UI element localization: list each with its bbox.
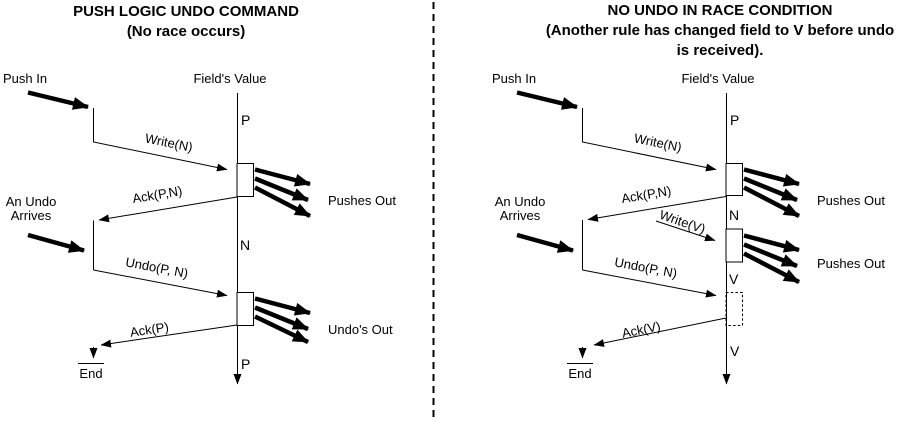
right-race-write-label: Write(V) xyxy=(658,207,708,237)
right-title-line2: (Another rule has changed field to V bef… xyxy=(545,22,895,39)
left-undo-arrives-line1: An Undo xyxy=(6,194,57,209)
right-pushes-out-label-1: Pushes Out xyxy=(817,193,885,208)
right-panel: Field's Value Push In Write(N) P Pushes … xyxy=(492,71,885,385)
right-lifeline-label: Field's Value xyxy=(681,71,754,86)
left-pushes-out-arrow-1 xyxy=(254,167,311,187)
right-undo-arrives-line2: Arrives xyxy=(500,208,541,223)
right-race-event-box xyxy=(725,228,743,263)
left-title-line2: (No race occurs) xyxy=(126,23,246,40)
left-panel: Field's Value Push In Write(N) P Pushes … xyxy=(3,71,396,385)
left-write-message-arrow xyxy=(93,108,228,172)
left-pushes-out-arrow-2 xyxy=(254,176,309,203)
right-value-bottom: V xyxy=(730,343,740,359)
left-value-top: P xyxy=(241,112,250,128)
right-pushes-out2-arrow-2 xyxy=(743,242,798,269)
right-ack-undo-label: Ack(V) xyxy=(621,318,662,340)
right-value-top: P xyxy=(730,112,739,128)
right-undo-message-label: Undo(P, N) xyxy=(613,254,678,281)
right-value-after-race: V xyxy=(729,271,739,287)
right-ack-push-arrow xyxy=(587,196,727,222)
left-end-label: End xyxy=(79,366,102,381)
right-value-after-push: N xyxy=(729,207,739,223)
right-write-message-arrow xyxy=(582,108,717,172)
left-ack-undo-label: Ack(P) xyxy=(129,319,170,340)
left-push-in-label: Push In xyxy=(3,71,47,86)
left-panel-title: PUSH LOGIC UNDO COMMAND (No race occurs) xyxy=(36,2,336,42)
right-undo-arrives-line1: An Undo xyxy=(495,194,546,209)
left-ack-push-arrow xyxy=(98,196,238,223)
right-ack-undo-arrow xyxy=(593,317,727,347)
right-pushes-out1-arrow-2 xyxy=(743,176,798,203)
left-undos-out-arrow-1 xyxy=(254,296,311,316)
left-ack-push-label: Ack(P,N) xyxy=(131,183,183,206)
right-ack-push-label: Ack(P,N) xyxy=(620,183,672,206)
right-panel-title: NO UNDO IN RACE CONDITION (Another rule … xyxy=(520,1,914,61)
right-pushes-out2-arrow-1 xyxy=(743,233,800,253)
right-ignored-undo-dotted-box xyxy=(725,292,743,326)
left-push-in-arrow xyxy=(27,90,89,110)
right-write-event-box xyxy=(725,163,743,196)
left-undo-arrives-line2: Arrives xyxy=(11,208,52,223)
left-undo-message-label: Undo(P, N) xyxy=(124,254,189,281)
right-end-label: End xyxy=(568,366,591,381)
right-title-line3: is received). xyxy=(676,42,764,59)
left-write-message-label: Write(N) xyxy=(144,130,194,154)
left-ack-undo-arrow xyxy=(100,324,238,348)
right-pushes-out1-arrow-3 xyxy=(742,185,801,218)
left-undo-event-box xyxy=(236,292,254,326)
left-undo-message-arrow xyxy=(93,269,228,298)
left-value-mid: N xyxy=(240,237,250,253)
right-title-line1: NO UNDO IN RACE CONDITION xyxy=(607,2,833,19)
left-value-bottom: P xyxy=(241,356,250,372)
right-undo-message-arrow xyxy=(582,269,717,298)
right-pushes-out2-arrow-3 xyxy=(742,251,801,284)
left-lifeline-label: Field's Value xyxy=(193,71,266,86)
right-push-in-label: Push In xyxy=(492,71,536,86)
left-title-line1: PUSH LOGIC UNDO COMMAND xyxy=(73,3,299,20)
left-undo-arrives-arrow xyxy=(27,232,85,253)
right-push-in-arrow xyxy=(516,90,578,110)
left-pushes-out-arrow-3 xyxy=(253,185,312,218)
left-undos-out-arrow-3 xyxy=(254,314,309,345)
left-write-event-box xyxy=(236,163,254,197)
right-write-message-label: Write(N) xyxy=(633,130,683,154)
right-undo-arrives-arrow xyxy=(516,232,574,253)
left-undos-out-arrow-2 xyxy=(254,305,309,332)
right-race-write-arrow xyxy=(655,220,716,242)
right-pushes-out1-arrow-1 xyxy=(743,167,800,187)
left-pushes-out-label: Pushes Out xyxy=(328,193,396,208)
right-pushes-out-label-2: Pushes Out xyxy=(817,256,885,271)
left-undos-out-label: Undo's Out xyxy=(328,322,393,337)
